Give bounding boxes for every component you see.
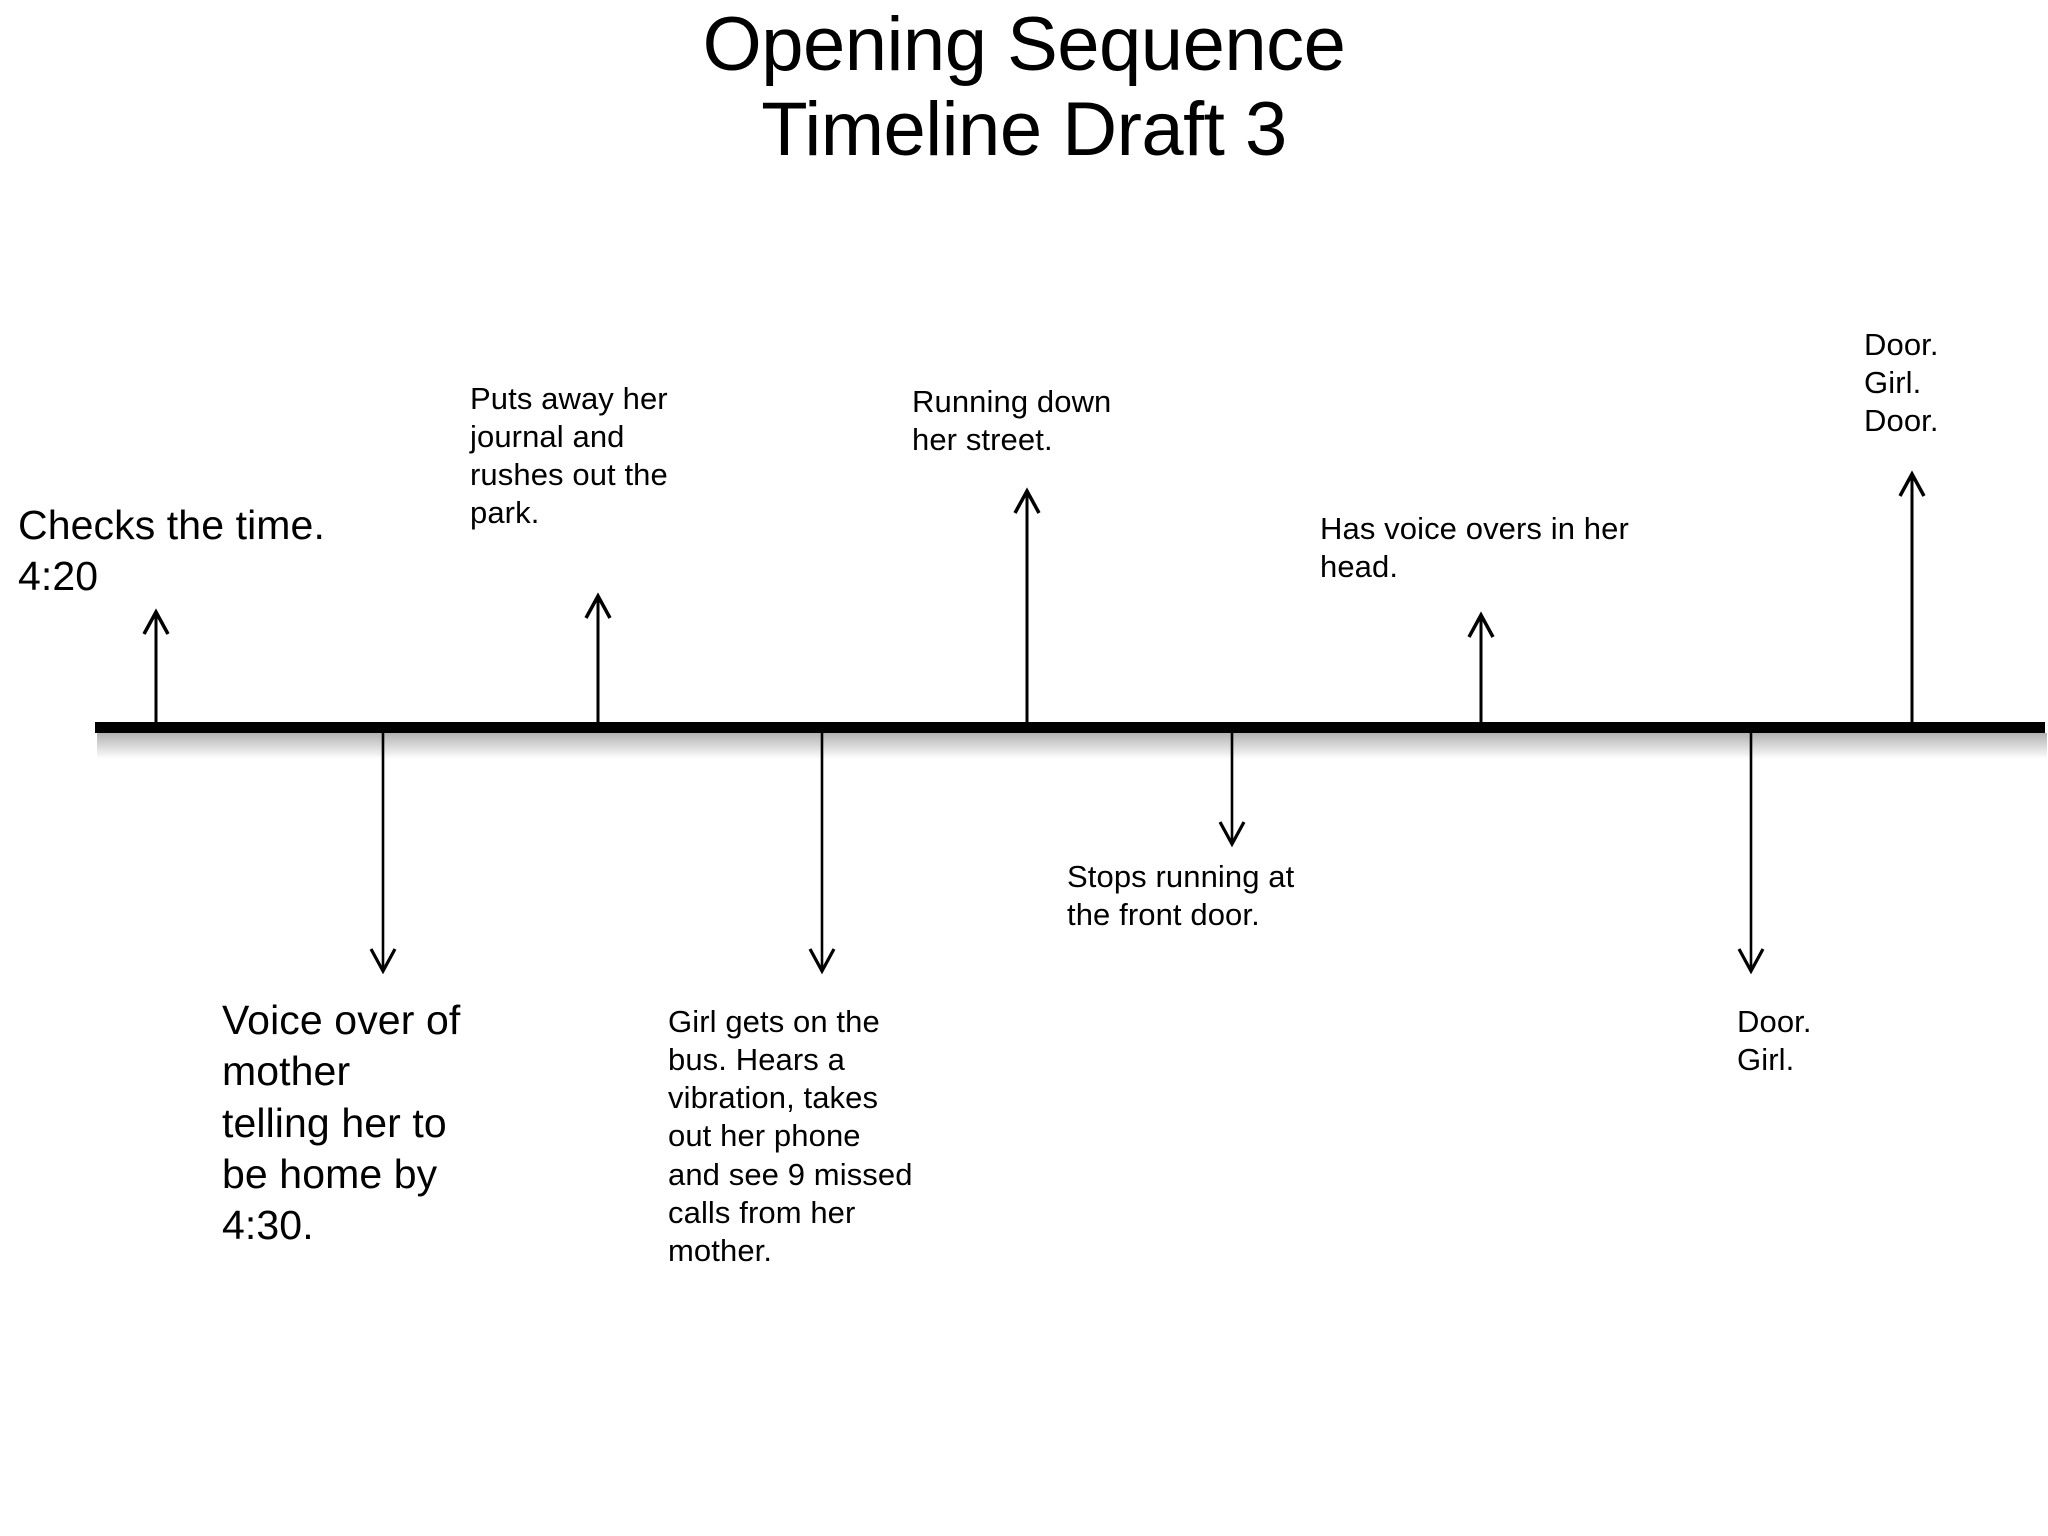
connector-arrow-up-3 [1009,487,1045,730]
connector-arrow-down-1 [366,730,400,975]
connector-arrow-up-4 [1463,611,1499,730]
event-label-door-girl-door: Door. Girl. Door. [1864,327,1939,439]
connector-arrow-up-1 [138,608,174,730]
event-label-voice-over-of-mother: Voice over of mother telling her to be h… [222,997,461,1248]
connector-arrow-down-2 [805,730,839,975]
page-title: Opening Sequence Timeline Draft 3 [0,2,2048,172]
event-label-voice-overs-in-head: Has voice overs in her head. [1320,511,1629,585]
event-label-girl-gets-on-bus: Girl gets on the bus. Hears a vibration,… [668,1004,913,1268]
connector-arrow-down-3 [1215,730,1249,848]
connector-arrow-up-5 [1894,470,1930,730]
page-title-line-1: Opening Sequence [702,2,1346,87]
event-label-puts-away-journal: Puts away her journal and rushes out the… [470,381,668,531]
event-label-running-down-street: Running down her street. [912,384,1112,458]
page-title-line-2: Timeline Draft 3 [761,87,1287,173]
timeline-axis-line [95,722,2045,733]
connector-arrow-up-2 [580,592,616,730]
connector-arrow-down-4 [1734,730,1768,975]
event-label-checks-the-time: Checks the time. 4:20 [18,502,325,600]
event-label-stops-running: Stops running at the front door. [1067,859,1295,933]
event-label-door-girl: Door. Girl. [1737,1004,1812,1078]
